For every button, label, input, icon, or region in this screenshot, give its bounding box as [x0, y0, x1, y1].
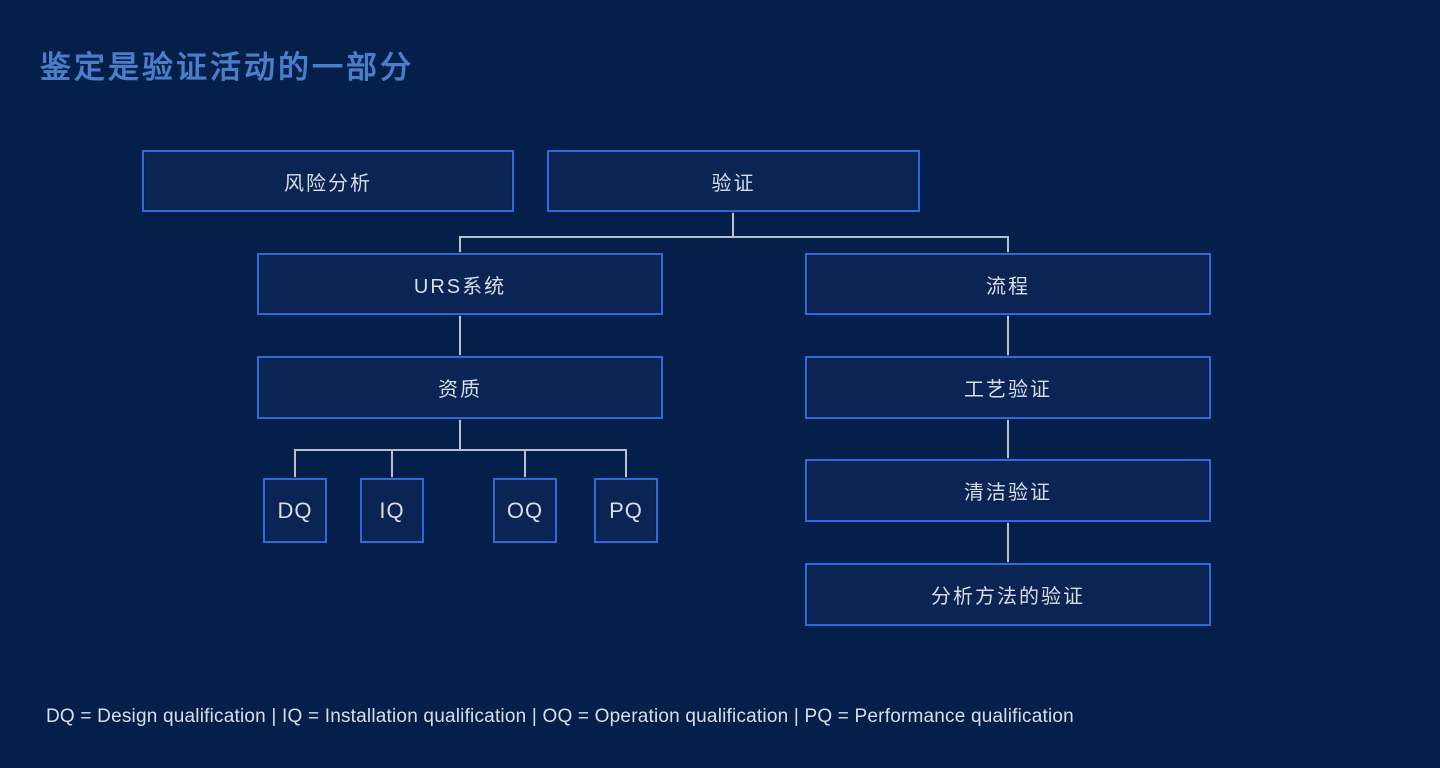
connector-branch-top	[459, 236, 1009, 238]
node-analytical-method-validation-label: 分析方法的验证	[931, 586, 1085, 608]
connector-process-drop	[1007, 236, 1009, 255]
node-oq: OQ	[493, 478, 557, 543]
node-qualification-label: 资质	[438, 379, 482, 401]
node-dq-label: DQ	[277, 497, 313, 523]
node-process-validation-label: 工艺验证	[964, 379, 1052, 401]
node-process-label: 流程	[986, 275, 1030, 298]
node-risk-analysis: 风险分析	[142, 150, 514, 212]
node-urs-system: URS系统	[257, 253, 663, 315]
connector-validation-down	[732, 212, 734, 238]
node-dq: DQ	[263, 478, 327, 543]
page-title: 鉴定是验证活动的一部分	[40, 50, 414, 85]
node-iq-label: IQ	[379, 497, 405, 523]
node-iq: IQ	[360, 478, 424, 543]
connector-cleaning-analytical	[1007, 521, 1009, 565]
node-urs-system-label: URS系统	[413, 275, 507, 298]
node-validation-label: 验证	[711, 172, 756, 195]
node-process: 流程	[805, 253, 1211, 315]
connector-qualification-down	[459, 418, 461, 450]
connector-pq-drop	[625, 449, 627, 479]
connector-dq-drop	[294, 449, 296, 479]
connector-iq-drop	[391, 449, 393, 479]
connector-processval-cleaning	[1007, 418, 1009, 461]
node-process-validation: 工艺验证	[805, 356, 1211, 419]
node-qualification: 资质	[257, 356, 663, 419]
node-oq-label: OQ	[506, 497, 544, 523]
connector-urs-drop	[459, 236, 461, 255]
node-pq-label: PQ	[609, 497, 643, 523]
connector-process-processval	[1007, 314, 1009, 358]
connector-branch-qual	[294, 449, 627, 451]
connector-urs-qualification	[459, 314, 461, 358]
node-risk-analysis-label: 风险分析	[284, 172, 372, 195]
node-analytical-method-validation: 分析方法的验证	[805, 563, 1211, 626]
node-validation: 验证	[547, 150, 920, 212]
legend-text: DQ = Design qualification | IQ = Install…	[46, 706, 1074, 727]
node-pq: PQ	[594, 478, 658, 543]
node-cleaning-validation-label: 清洁验证	[964, 482, 1052, 504]
connector-oq-drop	[524, 449, 526, 479]
node-cleaning-validation: 清洁验证	[805, 459, 1211, 522]
